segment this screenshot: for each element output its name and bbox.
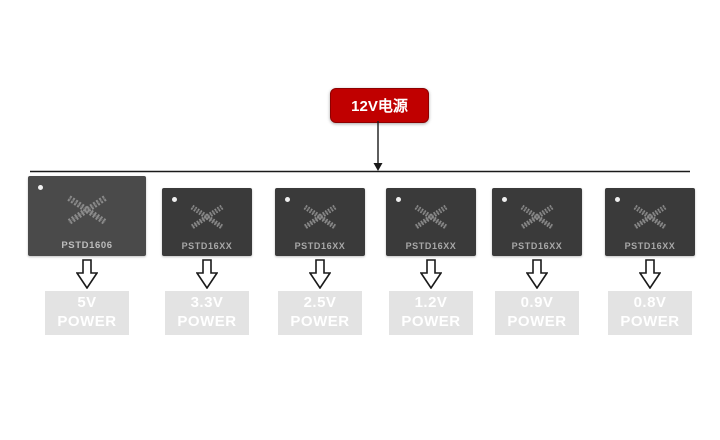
channel-column-0v8: PSTD16XX 0.8V POWER — [605, 188, 695, 335]
voltage-output-box: 0.9V POWER — [495, 291, 579, 335]
channel-column-5v: PSTD1606 5V POWER — [28, 176, 146, 335]
channel-column-1v2: PSTD16XX 1.2V POWER — [386, 188, 476, 335]
chip-part-number: PSTD16XX — [511, 241, 563, 251]
source-arrowhead-icon — [373, 163, 383, 171]
chip-die-x-icon — [300, 203, 340, 230]
chip-die-x-icon — [187, 203, 227, 230]
voltage-power-label: POWER — [57, 313, 117, 330]
channel-column-3v3: PSTD16XX 3.3V POWER — [162, 188, 252, 335]
chip-die-x-icon — [517, 203, 557, 230]
chip-die-x-icon — [630, 203, 670, 230]
down-arrow-icon — [639, 259, 661, 289]
down-arrow-icon — [309, 259, 331, 289]
chip-pstd16xx: PSTD16XX — [162, 188, 252, 256]
chip-pstd16xx: PSTD16XX — [386, 188, 476, 256]
chip-part-number: PSTD16XX — [181, 241, 233, 251]
chip-pstd16xx: PSTD16XX — [492, 188, 582, 256]
voltage-power-label: POWER — [401, 313, 461, 330]
power-source-box: 12V电源 — [330, 88, 429, 123]
voltage-value: 0.9V — [520, 294, 554, 312]
voltage-value: 5V — [77, 294, 97, 312]
voltage-value: 1.2V — [414, 294, 448, 312]
voltage-value: 0.8V — [633, 294, 667, 312]
chip-pstd16xx: PSTD16XX — [275, 188, 365, 256]
voltage-power-label: POWER — [620, 313, 680, 330]
chip-part-number: PSTD16XX — [624, 241, 676, 251]
pin1-dot-icon — [396, 197, 401, 202]
down-arrow-icon — [196, 259, 218, 289]
voltage-value: 3.3V — [190, 294, 224, 312]
chip-pstd16xx: PSTD16XX — [605, 188, 695, 256]
channel-column-0v9: PSTD16XX 0.9V POWER — [492, 188, 582, 335]
voltage-output-box: 5V POWER — [45, 291, 129, 335]
voltage-power-label: POWER — [177, 313, 237, 330]
voltage-power-label: POWER — [507, 313, 567, 330]
chip-part-number: PSTD1606 — [61, 240, 113, 251]
voltage-output-box: 1.2V POWER — [389, 291, 473, 335]
pin1-dot-icon — [172, 197, 177, 202]
voltage-output-box: 2.5V POWER — [278, 291, 362, 335]
pin1-dot-icon — [285, 197, 290, 202]
voltage-output-box: 3.3V POWER — [165, 291, 249, 335]
down-arrow-icon — [76, 259, 98, 289]
channel-column-2v5: PSTD16XX 2.5V POWER — [275, 188, 365, 335]
down-arrow-icon — [526, 259, 548, 289]
chip-part-number: PSTD16XX — [294, 241, 346, 251]
pin1-dot-icon — [502, 197, 507, 202]
pin1-dot-icon — [38, 185, 43, 190]
power-source-label: 12V电源 — [351, 98, 408, 115]
pin1-dot-icon — [615, 197, 620, 202]
chip-pstd1606: PSTD1606 — [28, 176, 146, 256]
voltage-power-label: POWER — [290, 313, 350, 330]
chip-part-number: PSTD16XX — [405, 241, 457, 251]
chip-die-x-icon — [63, 194, 111, 226]
voltage-output-box: 0.8V POWER — [608, 291, 692, 335]
down-arrow-icon — [420, 259, 442, 289]
chip-die-x-icon — [411, 203, 451, 230]
voltage-value: 2.5V — [303, 294, 337, 312]
